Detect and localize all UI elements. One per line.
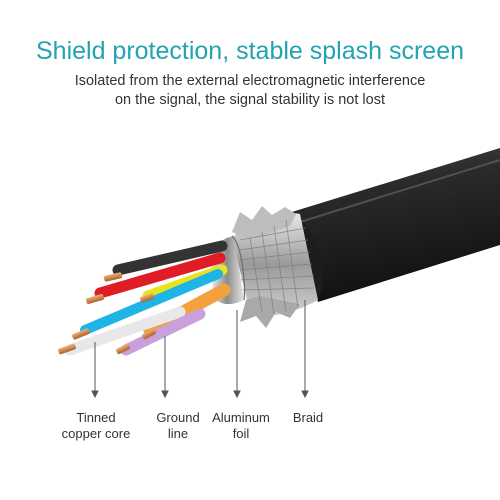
label-ground-line: Ground line — [138, 410, 218, 442]
label-ground-line-line-1: Ground — [156, 410, 200, 425]
leader-lines — [91, 300, 309, 399]
label-tinned-copper-core: Tinned copper core — [46, 410, 146, 442]
headline: Shield protection, stable splash screen — [35, 37, 465, 65]
description-line-2: on the signal, the signal stability is n… — [114, 92, 385, 108]
label-tinned-copper-core-line-1: Tinned — [76, 410, 116, 425]
label-tinned-copper-core-line-2: copper core — [61, 426, 131, 441]
inner-wires — [58, 240, 231, 356]
label-ground-line-line-2: line — [167, 426, 189, 441]
description-line-1: Isolated from the external electromagnet… — [74, 73, 426, 89]
label-aluminum-foil-line-1: Aluminum — [212, 410, 270, 425]
label-aluminum-foil: Aluminum foil — [196, 410, 286, 442]
braid-shield — [232, 206, 318, 328]
label-aluminum-foil-line-2: foil — [232, 426, 250, 441]
label-braid-line-1: Braid — [292, 410, 324, 425]
label-braid: Braid — [278, 410, 338, 426]
